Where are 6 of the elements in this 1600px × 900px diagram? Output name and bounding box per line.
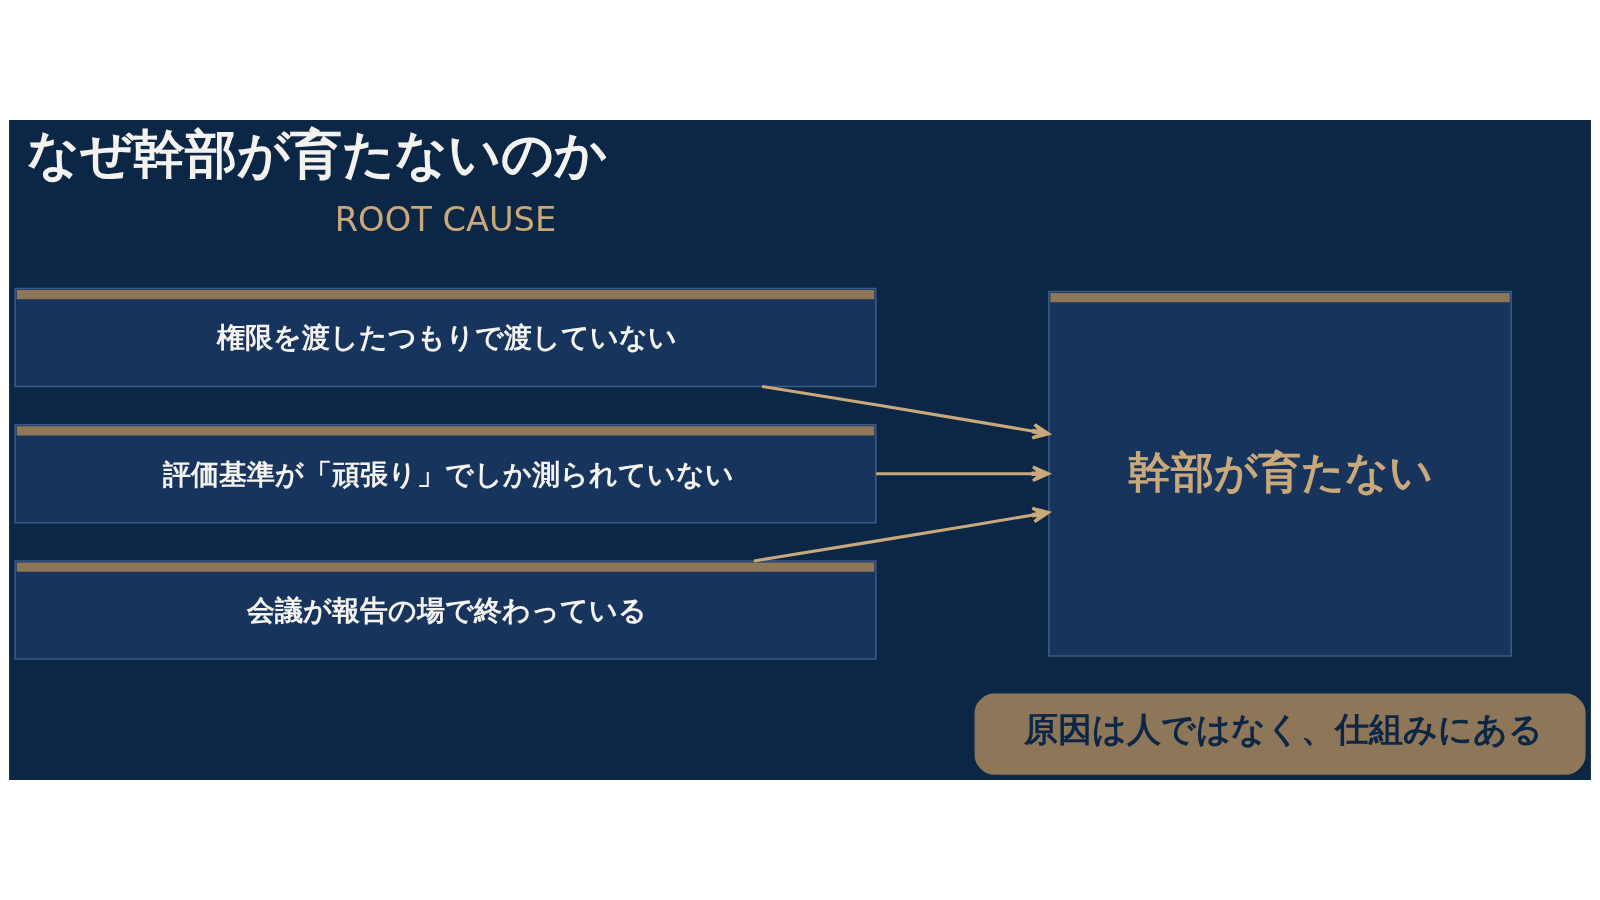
diagram-title: なぜ幹部が育たないのか [27, 124, 608, 185]
node-box: 原因は人ではなく、仕組みにある [974, 693, 1586, 775]
arrow [761, 384, 1051, 440]
label: ROOT CAUSE [334, 200, 557, 240]
arrow [876, 465, 1050, 483]
arrow [753, 506, 1051, 563]
